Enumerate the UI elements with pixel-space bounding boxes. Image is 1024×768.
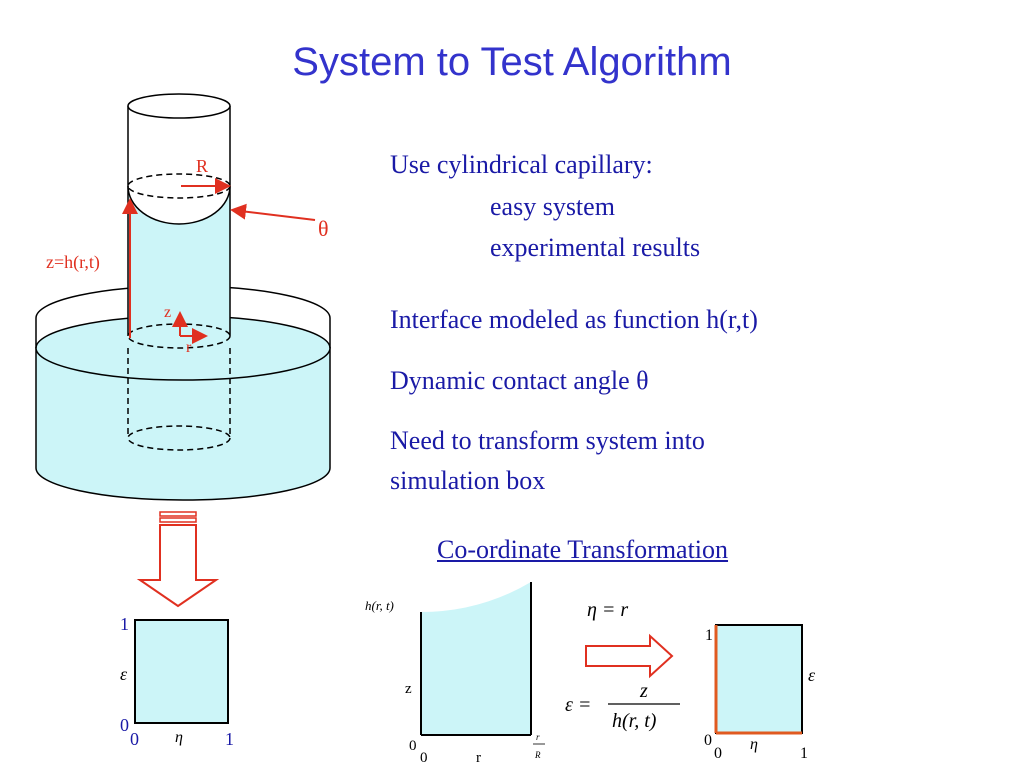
z-axis-label: z: [164, 304, 171, 321]
left-y0-label: 0: [120, 715, 129, 735]
bullet-contact-angle: Dynamic contact angle θ: [390, 366, 649, 395]
height-label: z=h(r,t): [46, 252, 100, 273]
r-axis-label: r: [186, 339, 192, 356]
eta-equation: η = r: [587, 599, 628, 621]
z-label: z: [405, 681, 412, 697]
transform-heading: Co-ordinate Transformation: [437, 535, 729, 564]
simulation-box: 1 ε 0 0 η 1: [704, 624, 816, 762]
sim-eta-label: η: [750, 736, 758, 753]
physical-y0-label: 0: [409, 738, 417, 754]
sim-y1-label: 1: [705, 627, 713, 644]
transform-equations: η = r ε = z h(r, t): [565, 599, 680, 732]
bullet-transform-line1: Need to transform system into: [390, 426, 705, 455]
page-title: System to Test Algorithm: [292, 40, 732, 84]
right-arrow: [585, 633, 674, 679]
unit-box-left: 1 ε 0 0 η 1: [120, 614, 234, 749]
r-label: r: [476, 750, 481, 766]
left-eta-label: η: [175, 729, 183, 746]
sim-x1-label: 1: [800, 745, 808, 762]
left-epsilon-label: ε: [120, 664, 128, 684]
left-x0-label: 0: [130, 729, 139, 749]
capillary-annotations: R θ z=h(r,t) z r: [46, 156, 329, 356]
down-arrow: [136, 511, 220, 608]
epsilon-denominator: h(r, t): [612, 710, 657, 732]
theta-arrow: [230, 203, 316, 221]
bullet-capillary: Use cylindrical capillary:: [390, 150, 653, 179]
physical-plot: h(r, t) z 0 0 r r R: [365, 582, 545, 766]
theta-label: θ: [318, 216, 329, 241]
r-over-R-denominator: R: [534, 750, 541, 760]
r-over-R-numerator: r: [536, 732, 540, 742]
bullet-transform-line2: simulation box: [390, 466, 546, 495]
left-y1-label: 1: [120, 614, 129, 634]
liquid-dish: [35, 285, 331, 501]
left-x1-label: 1: [225, 729, 234, 749]
bullet-interface: Interface modeled as function h(r,t): [390, 305, 758, 334]
epsilon-lhs: ε =: [565, 694, 591, 716]
radius-label: R: [196, 156, 208, 176]
sub-bullet-easy-system: easy system: [490, 192, 615, 221]
sub-bullet-experimental: experimental results: [490, 233, 701, 262]
sim-y0-label: 0: [704, 732, 712, 749]
sim-epsilon-label: ε: [808, 665, 816, 685]
epsilon-numerator: z: [639, 680, 648, 702]
h-label: h(r, t): [365, 598, 394, 613]
physical-x0-label: 0: [420, 750, 428, 766]
sim-x0-label: 0: [714, 745, 722, 762]
